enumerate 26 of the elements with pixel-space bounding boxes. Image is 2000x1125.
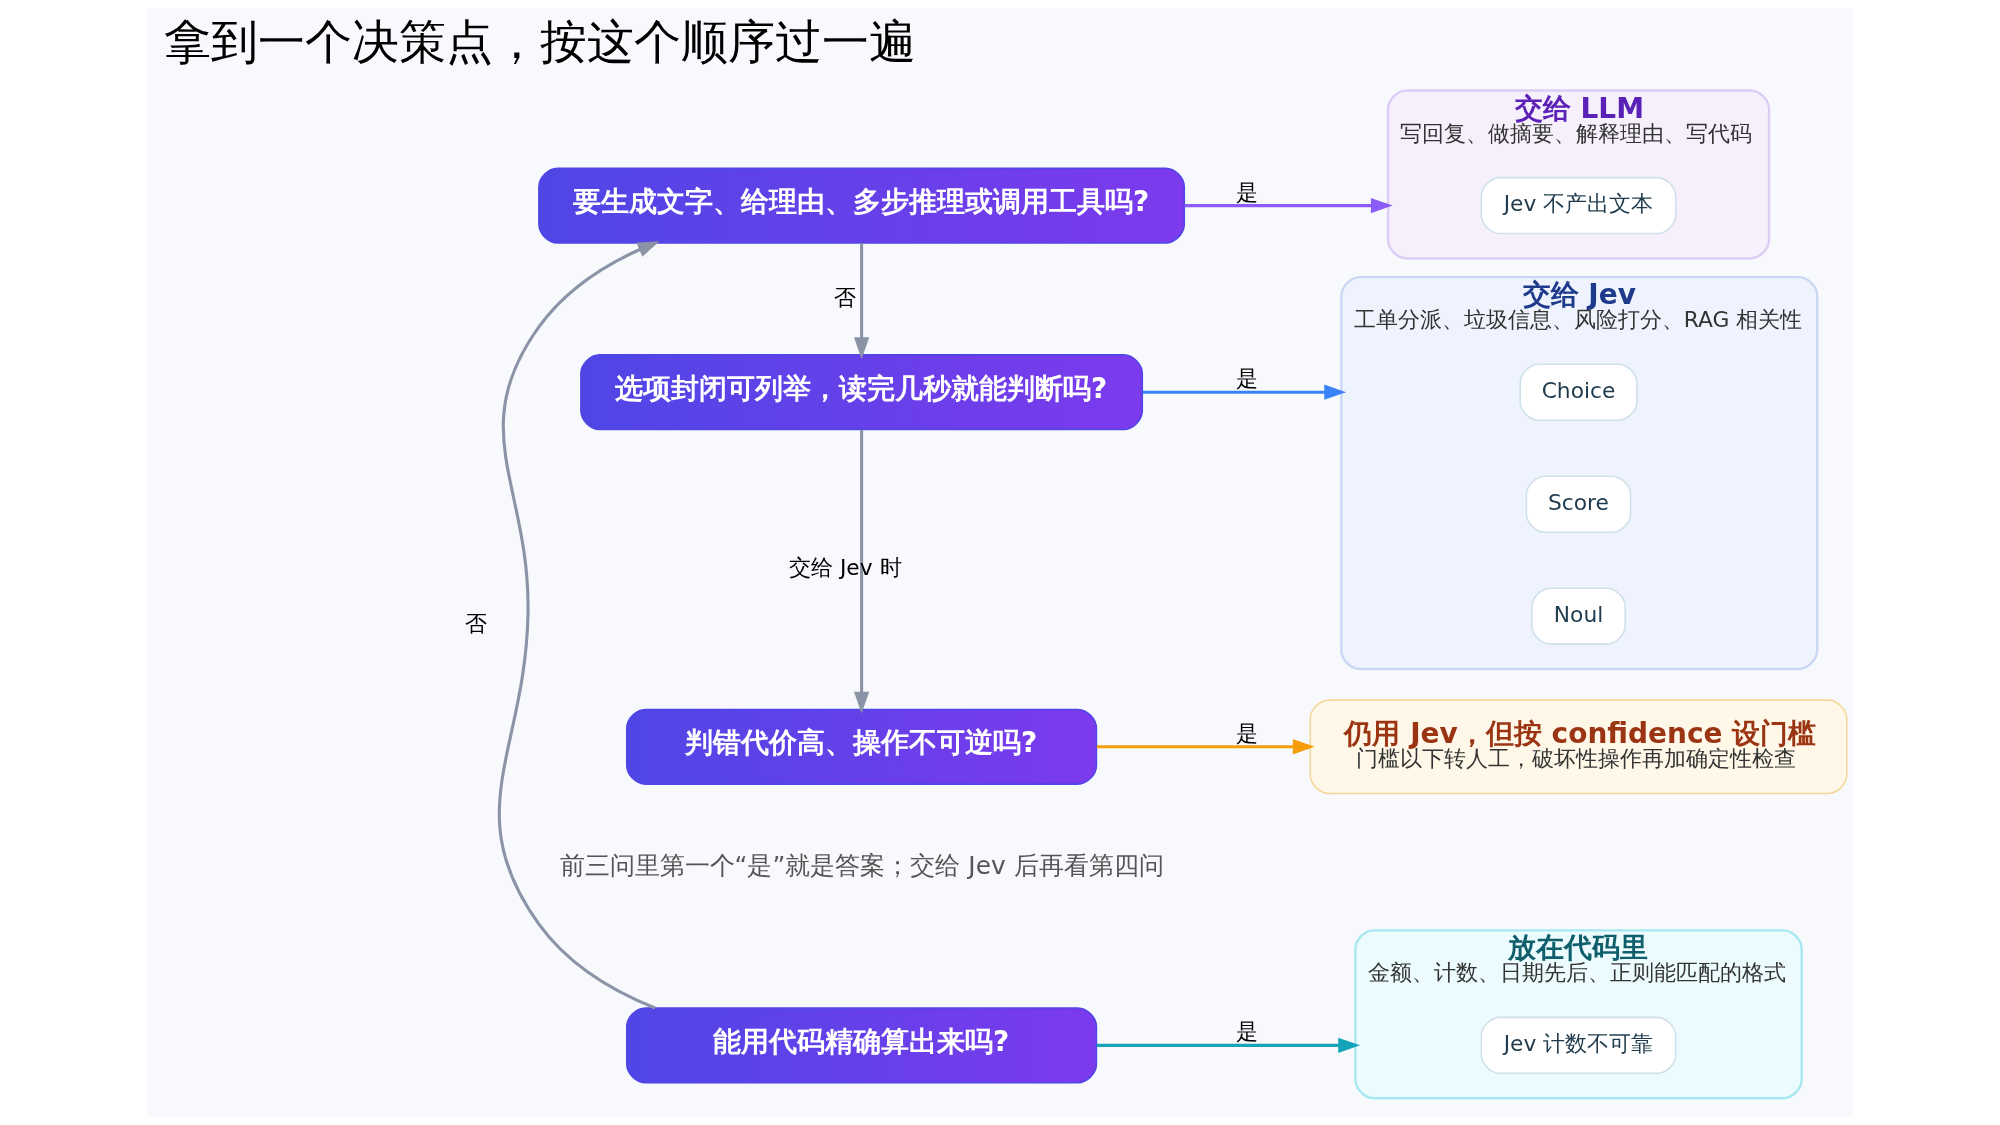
- node-box: 要生成文字、给理由、多步推理或调用工具吗?: [538, 167, 1186, 244]
- arrow: [1096, 739, 1315, 755]
- edge-label: 交给 Jev 时: [789, 555, 902, 581]
- arrow: [498, 241, 660, 1010]
- node-box: Choice: [1519, 363, 1638, 421]
- node-box: Jev 计数不可靠: [1480, 1016, 1677, 1075]
- edge-label: 是: [1236, 1019, 1259, 1045]
- arrow: [853, 429, 870, 714]
- edge-label: 是: [1236, 366, 1259, 392]
- node-box: 判错代价高、操作不可逆吗?: [626, 708, 1098, 785]
- diagram-title: 拿到一个决策点，按这个顺序过一遍: [163, 14, 916, 69]
- edge-label: 是: [1236, 179, 1259, 205]
- node-box: 选项封闭可列举，读完几秒就能判断吗?: [580, 354, 1144, 431]
- edge-label: 是: [1236, 720, 1259, 746]
- arrow: [1142, 384, 1347, 400]
- arrow: [1096, 1037, 1361, 1053]
- node-box: Noul: [1531, 587, 1626, 645]
- label: 前三问里第一个“是”就是答案；交给 Jev 后再看第四问: [559, 851, 1164, 880]
- edge-label: 否: [834, 284, 857, 310]
- edge-label: 否: [464, 611, 487, 637]
- node-box: Jev 不产出文本: [1480, 176, 1677, 235]
- node-box: 能用代码精确算出来吗?: [626, 1007, 1098, 1084]
- arrow: [1184, 197, 1393, 214]
- node-box: Score: [1525, 475, 1632, 533]
- node-box: 仍用 Jev，但按 confidence 设门槛 门槛以下转人工，破坏性操作再加确定性检查: [1309, 699, 1848, 795]
- arrow: [853, 243, 870, 360]
